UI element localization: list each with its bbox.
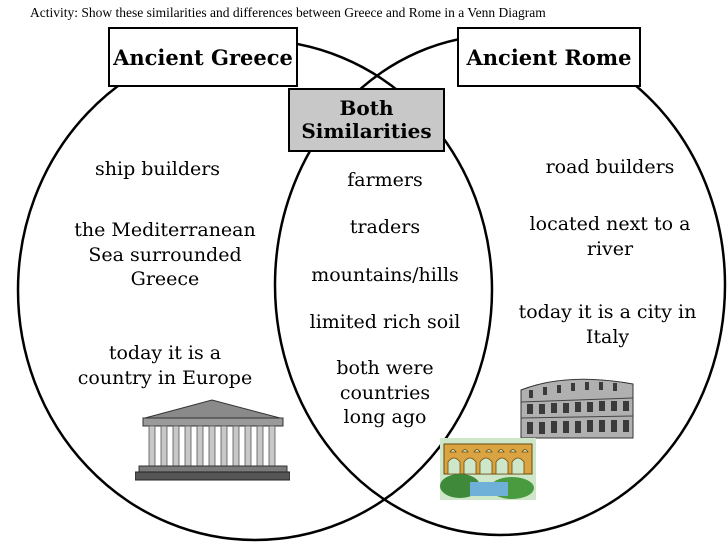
greece-label: Ancient Greece xyxy=(113,44,293,70)
greece-item: the Mediterranean Sea surrounded Greece xyxy=(65,218,265,292)
rome-item-line: located next to a xyxy=(529,213,691,235)
both-item: farmers xyxy=(347,169,423,191)
rome-label-box: Ancient Rome xyxy=(457,27,641,87)
both-label-line1: Both xyxy=(339,96,394,120)
greece-item-line: Greece xyxy=(130,268,200,291)
both-item-line: long ago xyxy=(343,406,427,429)
aqueduct-icon xyxy=(440,438,536,500)
both-item-line: countries xyxy=(339,381,431,404)
greece-item-line: the Mediterranean xyxy=(74,219,256,241)
rome-label: Ancient Rome xyxy=(466,44,632,70)
greece-item-line: country in Europe xyxy=(77,366,253,389)
rome-item-line: river xyxy=(586,237,634,260)
greece-label-box: Ancient Greece xyxy=(108,27,298,87)
activity-instruction: Activity: Show these similarities and di… xyxy=(30,5,546,20)
greece-item-line: today it is a xyxy=(108,342,222,364)
colosseum-icon xyxy=(520,378,634,439)
rome-item: road builders xyxy=(545,156,675,178)
rome-item: today it is a city in Italy xyxy=(500,300,715,349)
greece-item-line: Sea surrounded xyxy=(88,243,242,266)
both-item-line: both were xyxy=(336,357,434,379)
both-label-box: Both Similarities xyxy=(288,88,445,152)
rome-item-line: Italy xyxy=(585,325,630,348)
both-label-line2: Similarities xyxy=(301,119,432,143)
rome-item: located next to a river xyxy=(505,212,715,261)
both-item: mountains/hills xyxy=(311,264,459,286)
rome-item-line: today it is a city in xyxy=(518,301,697,323)
both-item: limited rich soil xyxy=(309,311,461,333)
parthenon-icon xyxy=(135,399,290,481)
greece-item: ship builders xyxy=(95,158,221,180)
both-item: traders xyxy=(349,216,421,238)
both-item: both were countries long ago xyxy=(300,356,470,430)
greece-item: today it is a country in Europe xyxy=(65,341,265,390)
